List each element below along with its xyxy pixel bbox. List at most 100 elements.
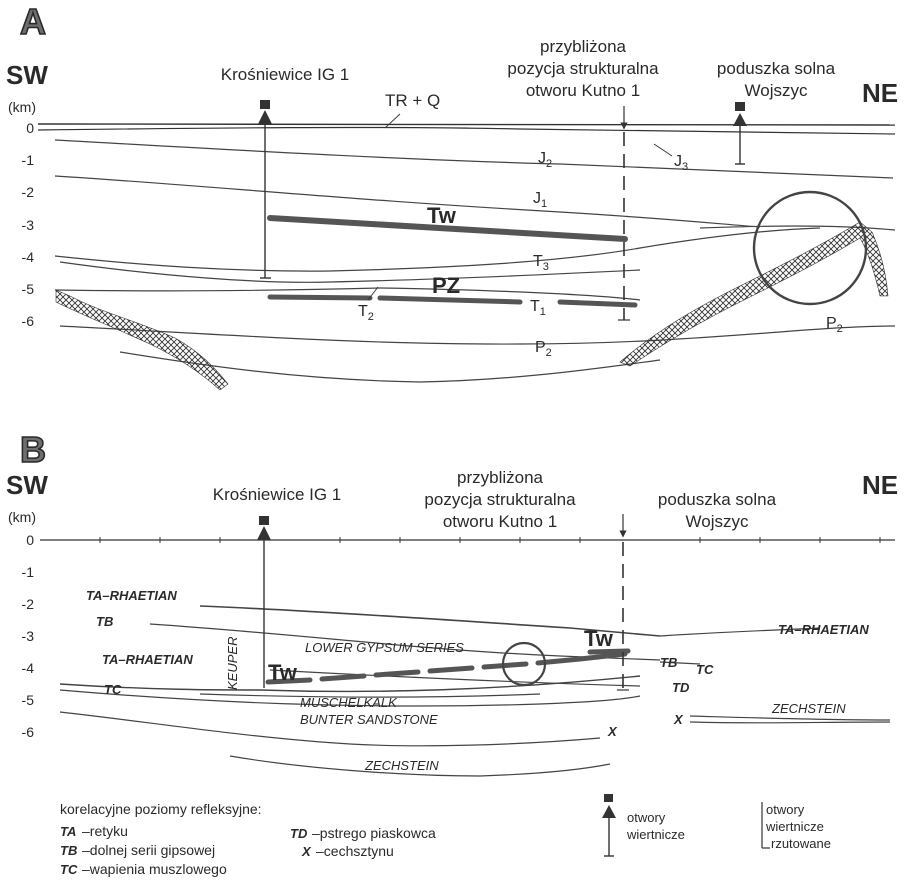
panel-a-tick-0: 0 [26, 120, 34, 136]
legend-item-tc: TC –wapienia muszlowego [60, 861, 227, 877]
panel-a-depth-axis: 0 -1 -2 -3 -4 -5 -6 [22, 120, 35, 329]
panel-a-p2-top [60, 326, 895, 344]
legend-projected-line-3: rzutowane [771, 836, 831, 851]
legend-wells-line-2: wiertnicze [626, 827, 685, 842]
panel-b-depth-axis: 0 -1 -2 -3 -4 -5 -6 [22, 532, 35, 740]
panel-a-pz-reflector-3 [560, 302, 635, 305]
panel-a-tr-q-base [38, 127, 895, 134]
panel-b-tick-5: -5 [22, 692, 35, 708]
panel-a-tw-label: Tw [427, 203, 457, 228]
panel-b-zechstein-right: ZECHSTEIN [771, 701, 846, 716]
legend-code-tb: TB [60, 843, 77, 858]
panel-a-tick-6: -6 [22, 313, 35, 329]
panel-b-tick-6: -6 [22, 724, 35, 740]
panel-b-km-unit: (km) [8, 509, 36, 525]
panel-b-kutno-line-3: otworu Kutno 1 [443, 512, 557, 531]
panel-a-well-label: Krośniewice IG 1 [221, 65, 350, 84]
panel-b-well-label: Krośniewice IG 1 [213, 485, 342, 504]
panel-a-well-wojszyc [733, 102, 747, 164]
panel-a-salt-left [56, 290, 228, 390]
panel-a-surface-line [38, 124, 895, 125]
panel-b-tick-1: -1 [22, 564, 35, 580]
panel-a-tick-5: -5 [22, 281, 35, 297]
panel-b-x-mid: X [607, 724, 618, 739]
legend-item-ta: TA –retyku [60, 823, 128, 839]
panel-b-tc-right: TC [696, 662, 714, 677]
legend-code-tc: TC [60, 862, 78, 877]
panel-a-t2-top [60, 262, 640, 282]
panel-b-tw-right: Tw [584, 626, 614, 651]
panel-a-sw-label: SW [6, 60, 48, 90]
panel-b-tc-left: TC [104, 682, 122, 697]
panel-a-tick-4: -4 [22, 249, 35, 265]
panel-a-pz-label: PZ [432, 273, 460, 298]
panel-b-ta-rhaetian-1: TA–RHAETIAN [86, 588, 177, 603]
panel-b-tb-left: TB [96, 614, 113, 629]
panel-b: B SW NE (km) 0 -1 -2 -3 -4 -5 -6 Krośnie… [6, 429, 898, 776]
panel-b-keuper: KEUPER [225, 637, 240, 690]
panel-a-j1-top [55, 176, 760, 227]
panel-a-j3-leader [654, 144, 672, 156]
panel-b-pillow-line-2: Wojszyc [686, 512, 749, 531]
panel-b-tick-3: -3 [22, 628, 35, 644]
panel-b-pillow-line-1: poduszka solna [658, 490, 777, 509]
panel-a-j2-label: J2 [538, 150, 552, 170]
panel-b-bunter: BUNTER SANDSTONE [300, 712, 438, 727]
panel-a-tr-q-leader [385, 114, 400, 128]
panel-a-well-kutno [618, 106, 630, 320]
panel-b-zechstein-low: ZECHSTEIN [364, 758, 439, 773]
legend-text-tc: –wapienia muszlowego [82, 861, 227, 877]
panel-a: A SW NE (km) 0 -1 -2 -3 -4 -5 -6 Krośnie… [6, 1, 898, 390]
panel-a-kutno-line-1: przybliżona [540, 37, 627, 56]
panel-b-tick-4: -4 [22, 660, 35, 676]
legend-code-x: X [301, 844, 312, 859]
legend-item-td: TD –pstrego piaskowca [290, 825, 436, 841]
panel-b-sw-label: SW [6, 470, 48, 500]
panel-a-t3-label: T3 [533, 253, 549, 273]
legend: korelacyjne poziomy refleksyjne: TA –ret… [60, 794, 831, 877]
panel-b-tw-right-reflector [590, 651, 628, 652]
legend-projected-line-2: wiertnicze [765, 819, 824, 834]
panel-a-t2-label: T2 [358, 303, 374, 323]
legend-code-ta: TA [60, 824, 76, 839]
panel-a-pz-reflector-1 [270, 297, 370, 298]
legend-well-symbol [602, 794, 616, 856]
panel-a-tick-1: -1 [22, 152, 35, 168]
panel-b-ta-rhaetian-right: TA–RHAETIAN [778, 622, 869, 637]
panel-a-tr-q-label: TR + Q [385, 91, 440, 110]
panel-a-letter: A [20, 1, 46, 42]
panel-a-kutno-line-2: pozycja strukturalna [507, 59, 659, 78]
panel-a-j2-top [55, 140, 893, 178]
legend-text-tb: –dolnej serii gipsowej [82, 842, 215, 858]
panel-b-tw-left: Tw [268, 660, 298, 685]
legend-text-x: –cechsztynu [316, 843, 394, 859]
panel-a-pillow-line-1: poduszka solna [717, 59, 836, 78]
panel-a-p2-pillow-label: P2 [826, 315, 843, 335]
legend-item-x: X –cechsztynu [301, 843, 394, 859]
panel-a-km-unit: (km) [8, 99, 36, 115]
panel-a-ne-label: NE [862, 78, 898, 108]
panel-b-muschelkalk: MUSCHELKALK [300, 695, 398, 710]
panel-b-kutno-line-1: przybliżona [457, 468, 544, 487]
legend-wells-line-1: otwory [627, 810, 666, 825]
panel-a-pillow-line-2: Wojszyc [745, 81, 808, 100]
panel-a-kutno-line-3: otworu Kutno 1 [526, 81, 640, 100]
panel-a-pz-reflector-2 [380, 298, 520, 302]
panel-a-well-krosniewice [258, 100, 272, 278]
panel-b-tb-right: TB [660, 655, 677, 670]
panel-b-td-right: TD [672, 680, 690, 695]
panel-a-salt-circle [754, 192, 866, 304]
panel-a-p2-label: P2 [535, 339, 552, 359]
panel-a-t1-label: T1 [530, 298, 546, 318]
panel-b-ta-rhaetian-2: TA–RHAETIAN [102, 652, 193, 667]
panel-a-tick-3: -3 [22, 217, 35, 233]
legend-item-tb: TB –dolnej serii gipsowej [60, 842, 215, 858]
legend-projected-line-1: otwory [766, 802, 805, 817]
panel-b-x-right: X [673, 712, 684, 727]
legend-code-td: TD [290, 826, 308, 841]
panel-b-ne-label: NE [862, 470, 898, 500]
legend-title: korelacyjne poziomy refleksyjne: [60, 801, 262, 817]
panel-b-letter: B [20, 429, 46, 470]
panel-a-t2-leader [368, 287, 378, 300]
